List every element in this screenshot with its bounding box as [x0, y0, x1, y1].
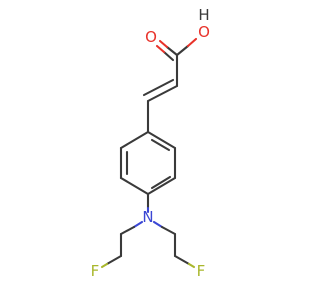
- left-fluoroethyl-chain: [100, 220, 144, 269]
- bond-c-oh: [175, 44, 190, 57]
- alkene-group: [142, 78, 179, 134]
- right-fluoroethyl-chain: [152, 220, 196, 269]
- carboxyl-group: [155, 37, 198, 88]
- fluorine-right-label: F: [197, 262, 206, 280]
- bond-c-o-double-b-red: [155, 44, 166, 54]
- carbonyl-o-label: O: [145, 28, 157, 46]
- bond-c-o-double-b: [162, 50, 175, 62]
- bond-left-cf: [105, 254, 123, 266]
- ring-inner-double-3: [150, 138, 171, 152]
- ring-bond-1: [119, 130, 150, 150]
- bond-c-o-double-a: [165, 45, 179, 57]
- ring-bond-3: [119, 176, 150, 196]
- bond-alkene-double-b: [142, 78, 175, 97]
- hydroxyl-o-label: O: [198, 23, 210, 41]
- bond-n-left: [119, 225, 136, 236]
- fluorine-left-label: F: [91, 262, 100, 280]
- bond-right-cf-green: [187, 262, 196, 269]
- bond-right-cf: [173, 254, 191, 266]
- ring-inner-double-2: [150, 175, 172, 190]
- amine-n-label: N: [142, 208, 153, 226]
- bond-n-left-blue: [132, 220, 144, 229]
- bond-alkene-double-a: [146, 84, 179, 103]
- bond-n-right-blue: [152, 220, 164, 229]
- ring-bond-6: [146, 130, 177, 150]
- hydroxyl-h-label: H: [198, 6, 209, 24]
- bond-c-oh-red: [186, 37, 198, 48]
- bond-left-cf-green: [100, 262, 109, 269]
- molecule-structure: H O O N F F: [91, 6, 210, 280]
- bond-n-right: [160, 225, 177, 236]
- benzene-ring: [119, 130, 177, 196]
- bond-c-o-double-a-red: [158, 39, 169, 49]
- ring-bond-4: [146, 176, 177, 196]
